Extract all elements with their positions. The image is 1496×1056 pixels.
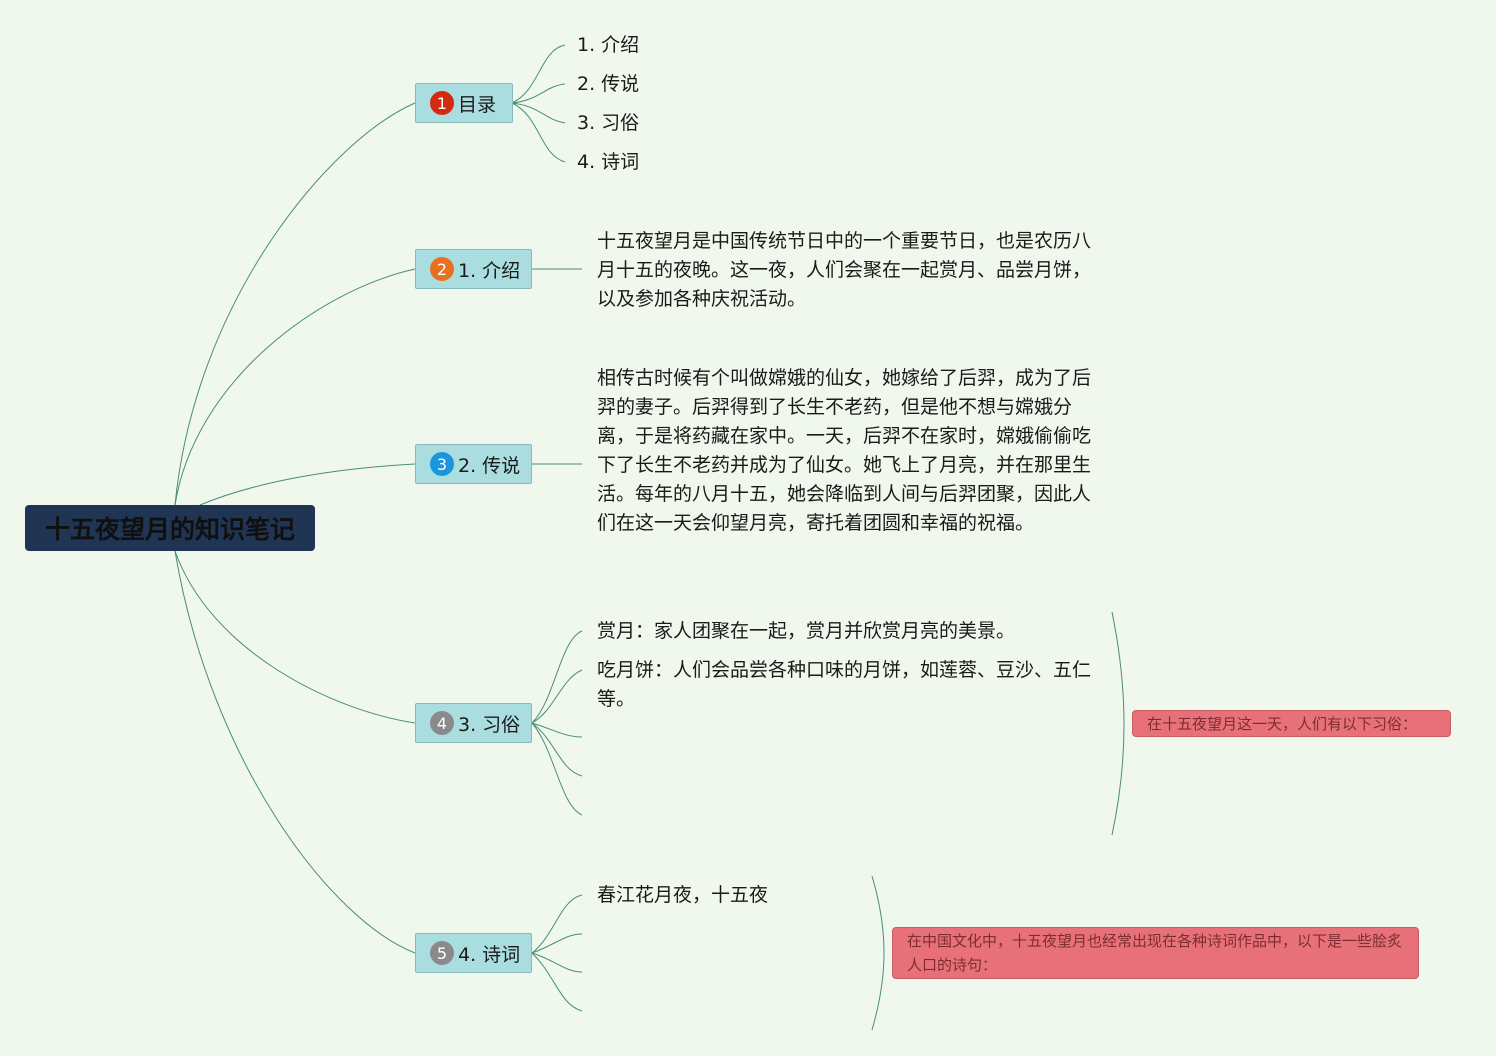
badge-1: 1 (430, 91, 454, 115)
root-topic[interactable]: 十五夜望月的知识笔记 (25, 505, 315, 551)
toc-item[interactable]: 1. 介绍 (577, 34, 640, 56)
topic-customs-label: 3. 习俗 (458, 713, 521, 736)
custom-item[interactable]: 赏月：家人团聚在一起，赏月并欣赏月亮的美景。 (597, 620, 1016, 642)
poems-note[interactable]: 在中国文化中，十五夜望月也经常出现在各种诗词作品中，以下是一些脍炙人口的诗句： (892, 927, 1419, 979)
topic-toc-label: 目录 (458, 93, 497, 116)
poems-note-text: 在中国文化中，十五夜望月也经常出现在各种诗词作品中，以下是一些脍炙人口的诗句： (907, 932, 1403, 974)
badge-4: 4 (430, 711, 454, 735)
toc-item[interactable]: 2. 传说 (577, 73, 640, 95)
toc-item[interactable]: 4. 诗词 (577, 151, 640, 173)
root-title: 十五夜望月的知识笔记 (44, 515, 295, 544)
customs-note-text: 在十五夜望月这一天，人们有以下习俗： (1147, 714, 1418, 733)
topic-poems[interactable]: 5 4. 诗词 (415, 933, 532, 973)
topic-legend-label: 2. 传说 (458, 454, 521, 477)
badge-3: 3 (430, 452, 454, 476)
custom-item[interactable]: 吃月饼：人们会品尝各种口味的月饼，如莲蓉、豆沙、五仁等。 (597, 659, 1092, 710)
topic-intro[interactable]: 2 1. 介绍 (415, 249, 532, 289)
topic-toc[interactable]: 1 目录 (415, 83, 513, 123)
legend-text[interactable]: 相传古时候有个叫做嫦娥的仙女，她嫁给了后羿，成为了后羿的妻子。后羿得到了长生不老… (597, 367, 1092, 534)
badge-5: 5 (430, 941, 454, 965)
intro-text[interactable]: 十五夜望月是中国传统节日中的一个重要节日，也是农历八月十五的夜晚。这一夜，人们会… (597, 230, 1092, 310)
topic-legend[interactable]: 3 2. 传说 (415, 444, 532, 484)
topic-customs[interactable]: 4 3. 习俗 (415, 703, 532, 743)
badge-2: 2 (430, 257, 454, 281)
topic-intro-label: 1. 介绍 (458, 259, 521, 282)
customs-note[interactable]: 在十五夜望月这一天，人们有以下习俗： (1132, 710, 1451, 737)
toc-item[interactable]: 3. 习俗 (577, 112, 640, 134)
poem-item[interactable]: 春江花月夜，十五夜 (597, 884, 769, 906)
topic-poems-label: 4. 诗词 (458, 943, 521, 966)
